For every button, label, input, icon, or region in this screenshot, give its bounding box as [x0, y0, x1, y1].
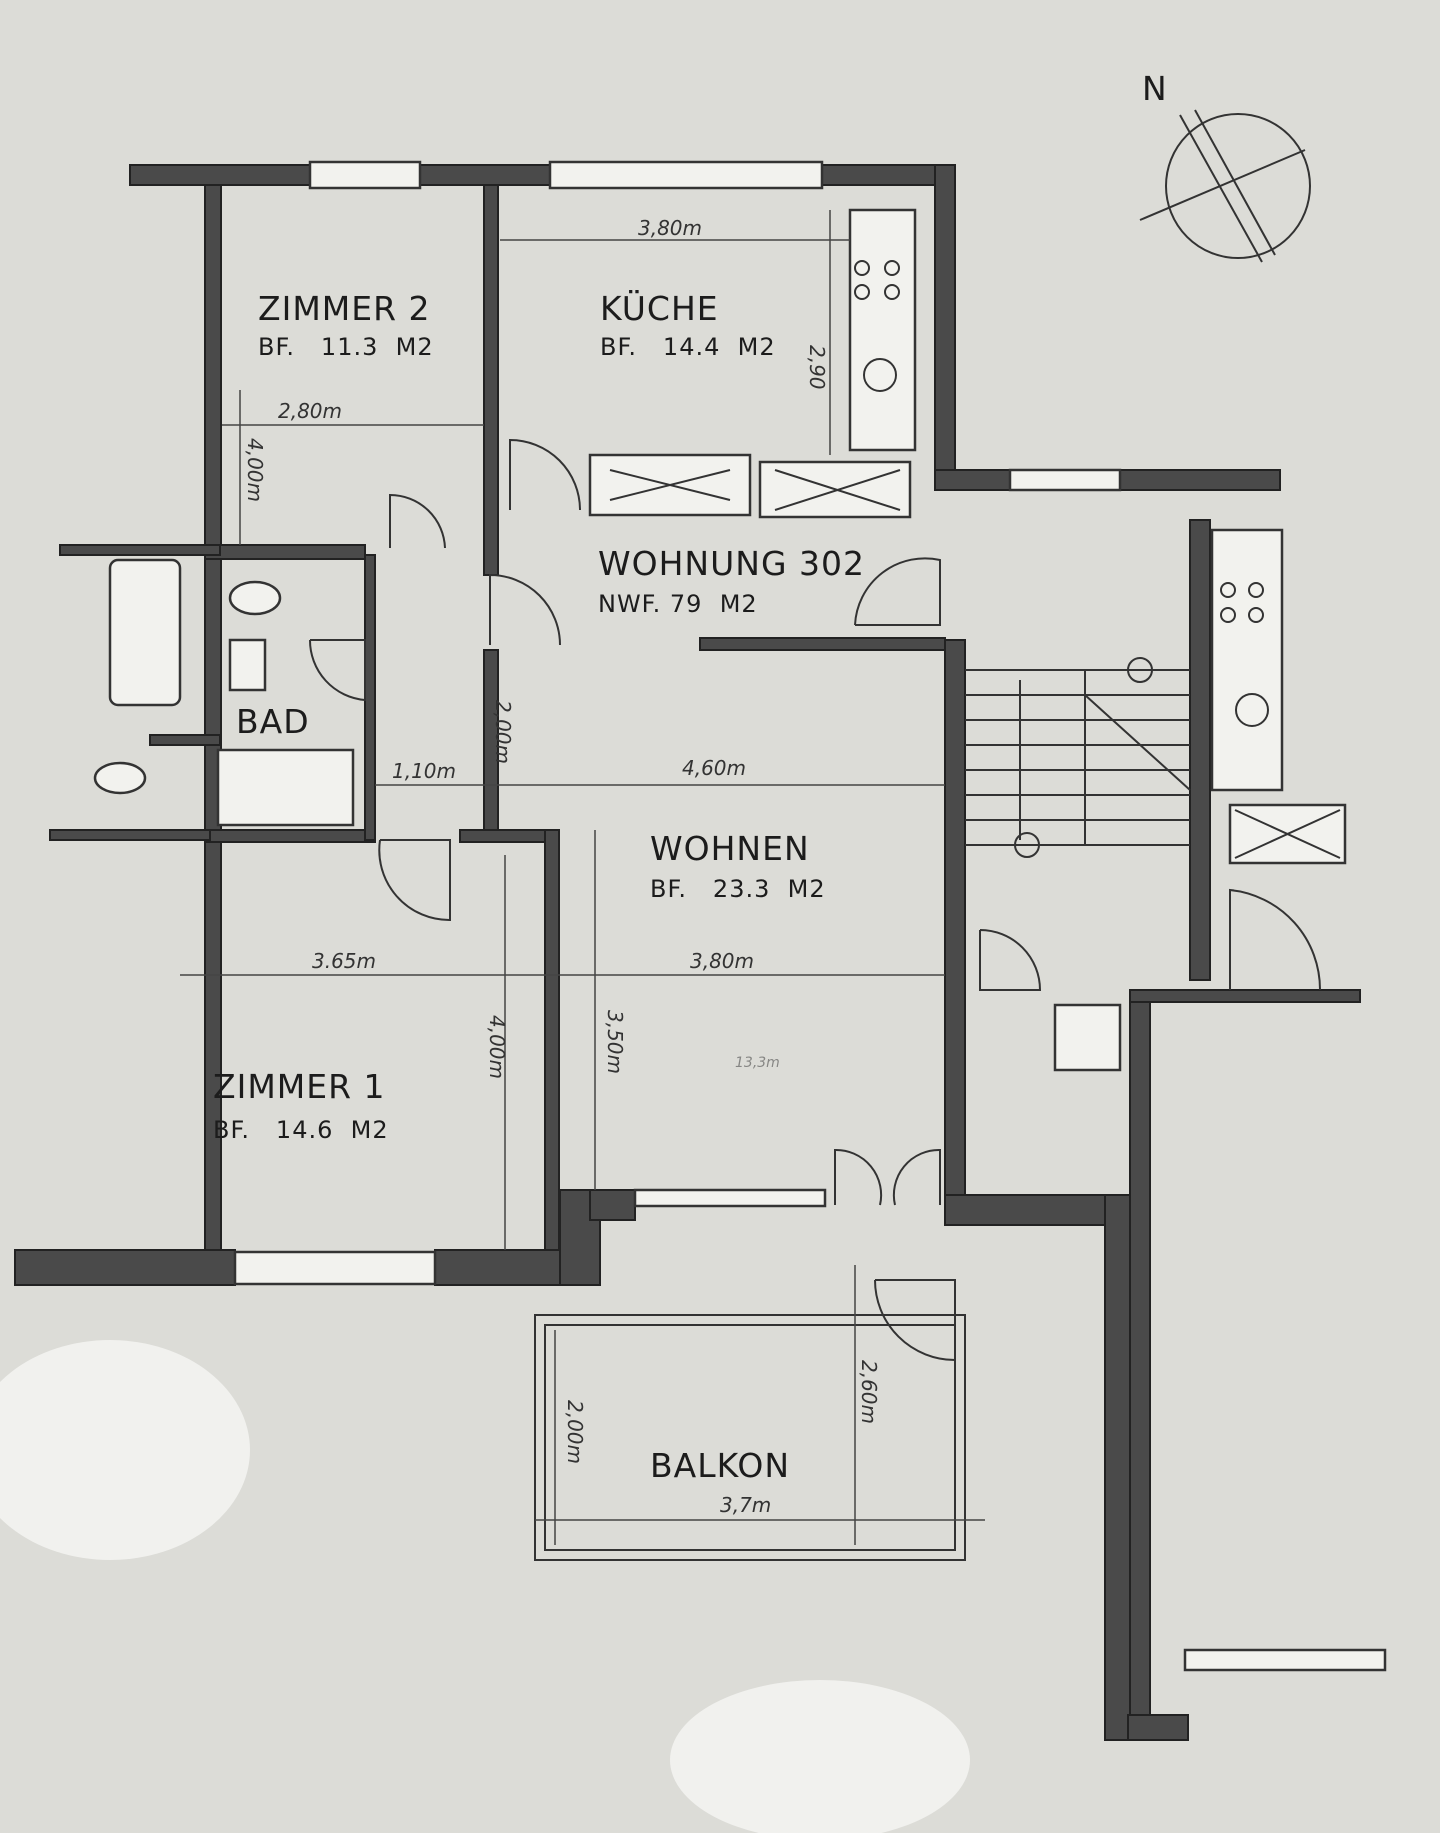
room-name-bad: BAD — [236, 702, 310, 741]
sink-icon — [228, 638, 267, 692]
dim-wohnen-depth: 3,50m — [603, 1010, 627, 1074]
compass-north-label: N — [1142, 69, 1168, 108]
room-name-zimmer-1: ZIMMER 1 — [213, 1067, 386, 1106]
dimension-lines — [180, 210, 985, 1545]
neighbour-kitchen — [1210, 528, 1347, 865]
room-name-kueche: KÜCHE — [600, 288, 719, 328]
toilet-icon — [228, 580, 282, 616]
light-reflection — [670, 1680, 970, 1833]
exterior-walls — [14, 164, 1361, 1741]
dim-balkon-depth-right: 2,60m — [857, 1360, 881, 1424]
toilet-icon — [93, 761, 147, 795]
dim-kueche-depth: 2,90 — [805, 345, 829, 390]
dim-zimmer2-depth: 4,00m — [243, 438, 267, 502]
room-area-zimmer-2: BF. 11.3 M2 — [258, 333, 434, 361]
windows — [233, 160, 1387, 1672]
dim-zimmer2-width: 2,80m — [278, 399, 342, 423]
light-reflection — [0, 1340, 250, 1560]
balcony — [534, 1314, 966, 1561]
kitchen-counter — [609, 208, 917, 511]
room-area-wohnung: NWF. 79 M2 — [598, 590, 758, 618]
staircase — [965, 657, 1191, 858]
bath-fixtures — [93, 558, 355, 827]
dim-bad-width: 1,10m — [392, 759, 456, 783]
shower-icon — [216, 748, 355, 827]
bathtub-icon — [108, 558, 182, 707]
interior-walls — [49, 184, 946, 1251]
room-name-wohnung: WOHNUNG 302 — [598, 544, 865, 583]
doors — [308, 438, 1322, 1362]
dim-balkon-width: 3,7m — [720, 1493, 771, 1517]
compass-icon — [1139, 109, 1311, 263]
room-area-wohnen: BF. 23.3 M2 — [650, 875, 826, 903]
dim-wohnen-inner-width: 3,80m — [690, 949, 754, 973]
room-name-balkon: BALKON — [650, 1446, 790, 1485]
dim-flur-depth: 2,00m — [491, 700, 515, 764]
dim-balkon-depth-left: 2,00m — [563, 1400, 587, 1464]
dim-zimmer1-depth: 4,00m — [485, 1015, 509, 1079]
room-area-zimmer-1: BF. 14.6 M2 — [213, 1116, 389, 1144]
dim-kueche-width: 3,80m — [638, 216, 702, 240]
room-name-zimmer-2: ZIMMER 2 — [258, 289, 431, 328]
dim-zimmer1-width: 3.65m — [312, 949, 376, 973]
room-area-kueche: BF. 14.4 M2 — [600, 333, 776, 361]
room-name-wohnen: WOHNEN — [650, 829, 810, 868]
dim-wohnen-width: 4,60m — [682, 756, 746, 780]
dim-wohnen-note: 13,3m — [735, 1055, 780, 1071]
